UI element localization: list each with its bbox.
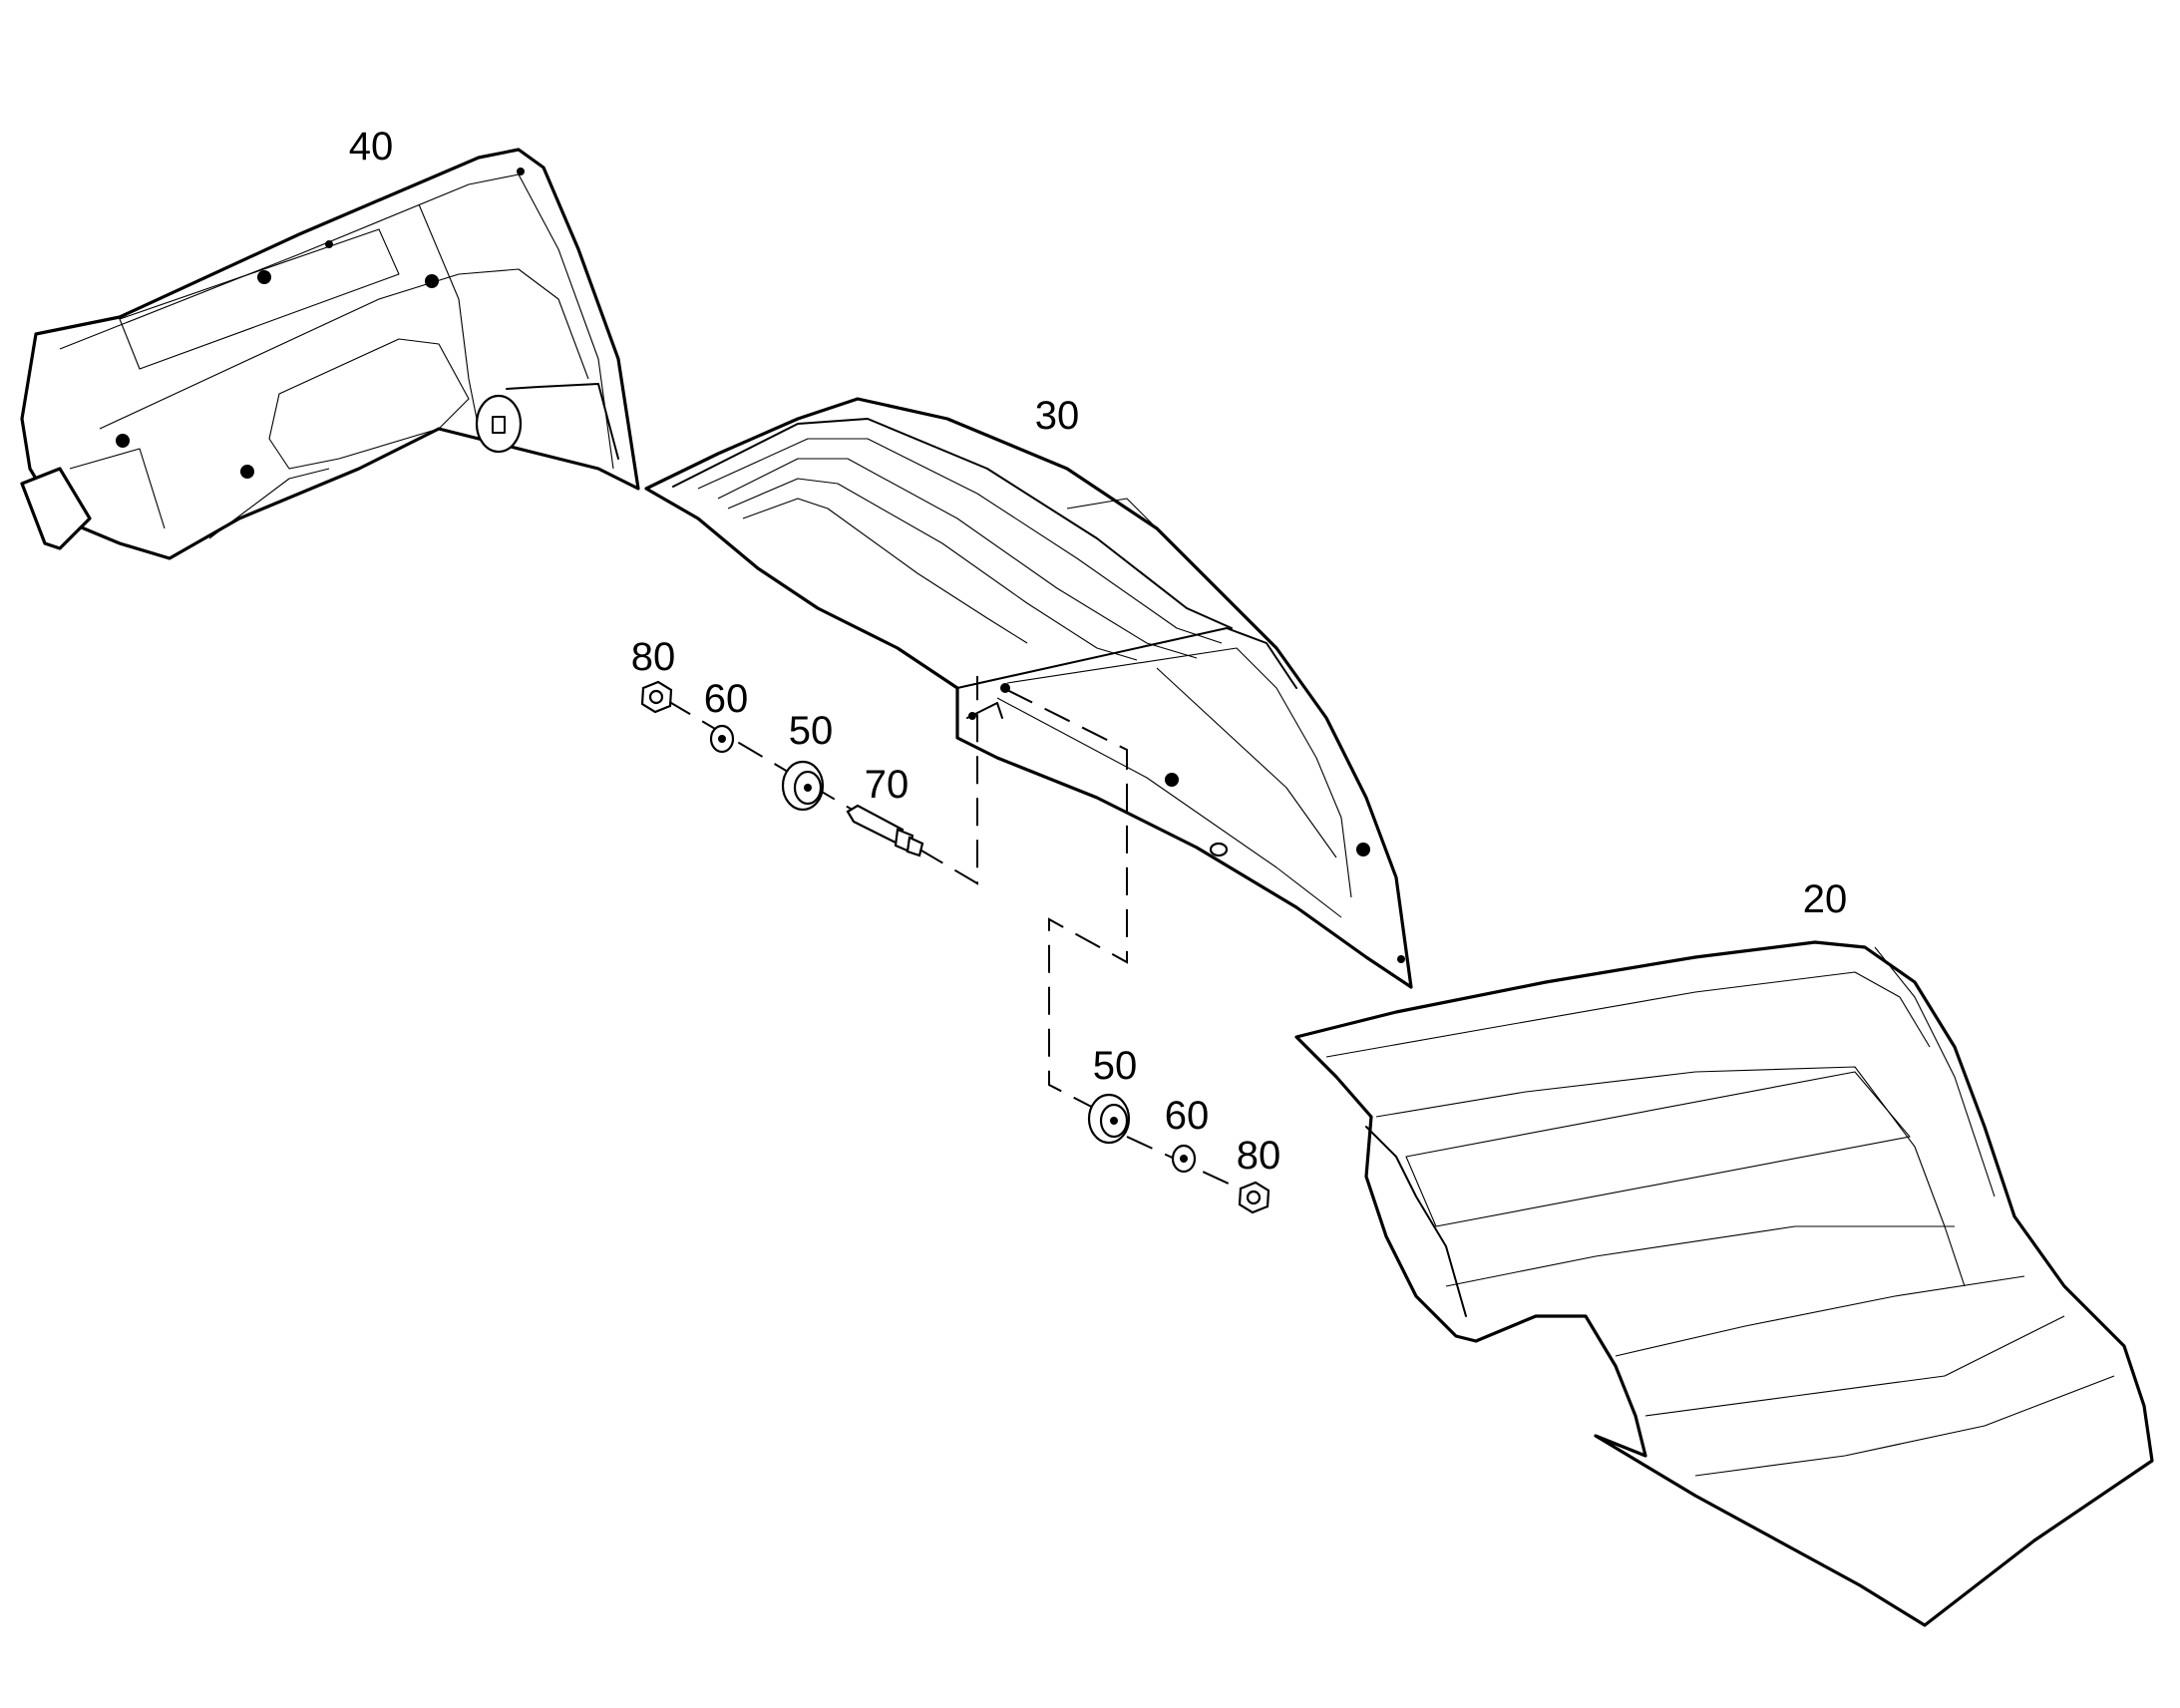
part-20-fender-right: 20: [1294, 877, 2154, 1627]
callout-nut-80-upper: 80: [631, 635, 676, 679]
callout-pin-70: 70: [865, 763, 909, 807]
part-40-fender-left: 40: [20, 125, 640, 560]
callout-part-20: 20: [1803, 877, 1848, 921]
washer-60-lower: [1171, 1144, 1197, 1174]
dash-panel-to-lower: [1006, 689, 1128, 1116]
callout-part-40: 40: [349, 125, 394, 169]
assembly-dashed-lines: [665, 676, 1258, 1197]
grommet-50-lower: [1087, 1093, 1131, 1145]
callout-washer-60-upper: 60: [704, 677, 749, 721]
callout-washer-60-lower: 60: [1165, 1094, 1210, 1138]
pin-70: [846, 804, 924, 857]
dash-upper-fastener-axis: [665, 676, 978, 885]
callout-grommet-50-upper: 50: [789, 709, 834, 753]
washer-60-upper: [709, 724, 735, 754]
nut-80-upper: [640, 680, 673, 714]
callout-nut-80-lower: 80: [1237, 1134, 1281, 1178]
nut-80-lower: [1238, 1181, 1271, 1214]
part-30-vented-panel: 30: [644, 394, 1413, 989]
callout-part-30: 30: [1035, 394, 1080, 438]
dash-lower-fastener-axis: [1126, 1136, 1258, 1197]
lower-hardware: 50 60 80: [1087, 1044, 1281, 1214]
grommet-50-upper: [781, 760, 825, 812]
callout-grommet-50-lower: 50: [1093, 1044, 1138, 1088]
upper-hardware: 80 60 50 70: [631, 635, 924, 857]
